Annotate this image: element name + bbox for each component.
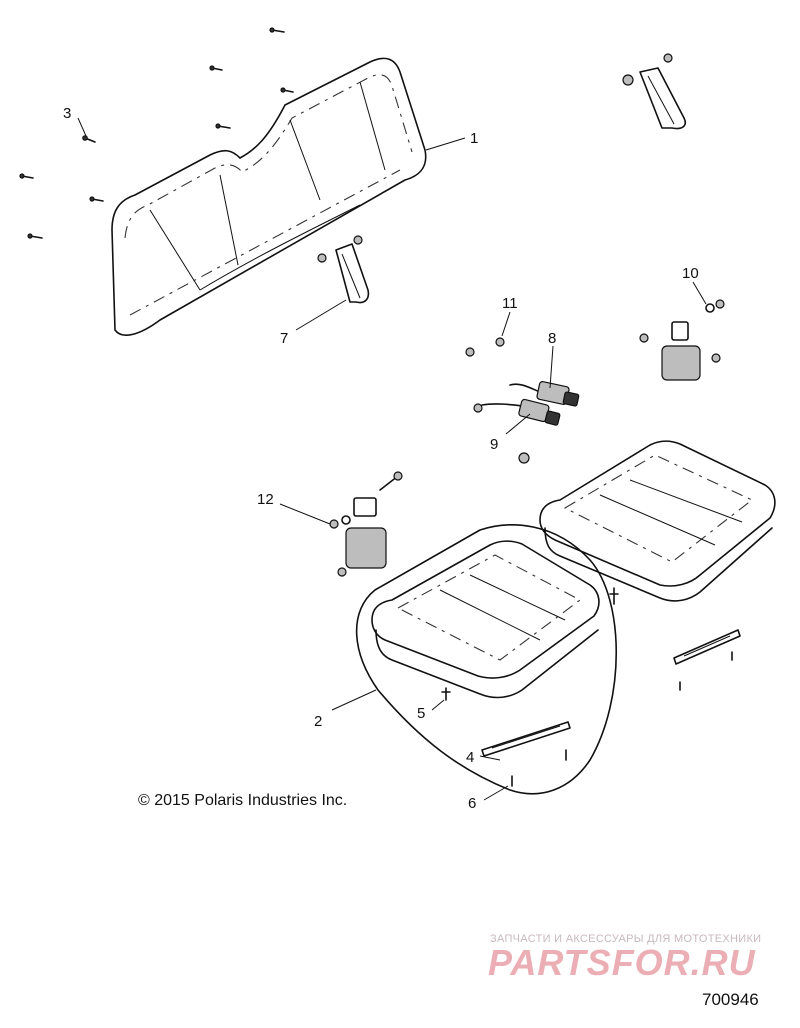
callout-8: 8	[548, 330, 556, 347]
screw	[89, 196, 104, 202]
backrest-screws	[19, 27, 294, 239]
copyright-notice: © 2015 Polaris Industries Inc.	[138, 792, 348, 809]
left-seat-bottom-assembly	[355, 524, 617, 795]
leader-lines	[77, 117, 707, 801]
screw	[19, 173, 34, 179]
callout-7: 7	[280, 330, 288, 347]
callout-12: 12	[257, 491, 274, 508]
seat-mounting-rails	[481, 629, 741, 757]
right-seatbelt-retractor	[639, 299, 725, 381]
seat-belt-buckles	[465, 337, 580, 464]
seat-backrest	[111, 57, 427, 336]
upper-hinge-bracket	[622, 53, 687, 130]
watermark-tagline: ЗАПЧАСТИ И АКСЕССУАРЫ ДЛЯ МОТОТЕХНИКИ	[490, 933, 762, 945]
callout-1: 1	[470, 130, 478, 147]
screw	[209, 65, 223, 71]
middle-hinge-bracket	[317, 235, 370, 304]
seat-clips-and-screws	[441, 587, 733, 787]
callout-11: 11	[502, 295, 518, 312]
callout-3: 3	[63, 105, 71, 122]
screw	[280, 87, 294, 93]
screw	[82, 135, 96, 143]
callout-4: 4	[466, 749, 474, 766]
callout-10: 10	[682, 265, 699, 282]
right-seat-bottom	[539, 440, 776, 602]
callout-labels: 1 2 3 4 5 6 7 8 9 10 11 12	[63, 105, 699, 812]
callout-6: 6	[468, 795, 476, 812]
watermark-logo: PARTSFOR.RU	[488, 942, 756, 983]
screw	[215, 123, 231, 129]
callout-5: 5	[417, 705, 425, 722]
drawing-number: 700946	[702, 990, 759, 1009]
screw	[269, 27, 285, 33]
screw	[27, 233, 43, 239]
callout-2: 2	[314, 713, 322, 730]
left-seatbelt-retractor	[329, 471, 403, 577]
callout-9: 9	[490, 436, 498, 453]
